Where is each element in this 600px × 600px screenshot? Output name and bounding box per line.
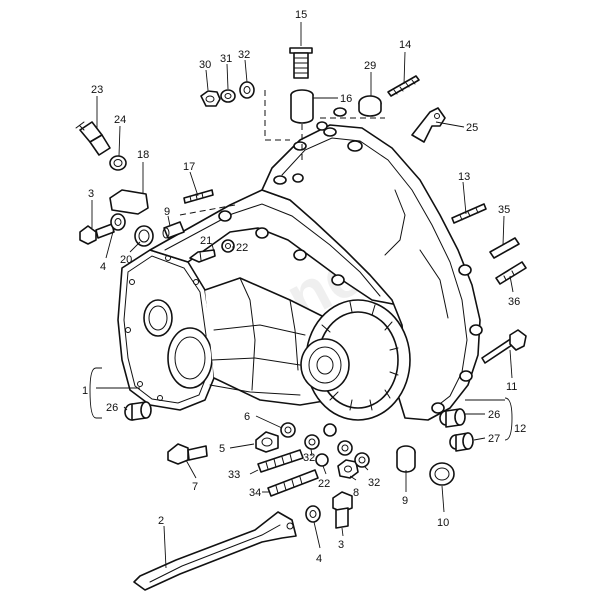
- callout-22-lower: 22: [318, 478, 330, 490]
- callout-8: 8: [353, 487, 359, 499]
- callout-26-right: 26: [488, 409, 500, 421]
- callout-7: 7: [192, 481, 198, 493]
- callout-20: 20: [120, 254, 132, 266]
- part-34-screw: [267, 469, 319, 497]
- part-21-bolt: [189, 249, 216, 263]
- part-29-cap: [358, 95, 382, 117]
- part-8-nut: [337, 452, 370, 479]
- callout-10: 10: [437, 517, 449, 529]
- part-10-seal: [429, 462, 455, 486]
- part-30-nut: [200, 90, 221, 107]
- callout-22: 22: [236, 242, 248, 254]
- callout-9: 9: [164, 206, 170, 218]
- part-2-lever: [133, 511, 297, 591]
- callout-30: 30: [199, 59, 211, 71]
- callout-24: 24: [114, 114, 126, 126]
- callout-3: 3: [88, 188, 94, 200]
- part-9-bush-upper: [162, 221, 185, 239]
- part-16-sleeve: [290, 89, 314, 162]
- part-3-bolt-left: [79, 223, 115, 245]
- callout-2: 2: [158, 515, 164, 527]
- callout-15: 15: [295, 9, 307, 21]
- callout-36: 36: [508, 296, 520, 308]
- part-24-ring: [109, 155, 127, 171]
- callout-5: 5: [219, 443, 225, 455]
- part-6-washer: [280, 422, 296, 438]
- part-35-pin: [489, 237, 520, 259]
- callout-12: 12: [514, 423, 526, 435]
- callout-27: 27: [488, 433, 500, 445]
- callout-16: 16: [340, 93, 352, 105]
- callout-9-lower: 9: [402, 495, 408, 507]
- part-7-bolt: [167, 443, 208, 465]
- callout-11: 11: [506, 381, 517, 393]
- part-23-sensor: [75, 121, 111, 156]
- callout-25: 25: [466, 122, 478, 134]
- callout-4: 4: [100, 261, 106, 273]
- callout-4-bottom: 4: [316, 553, 322, 565]
- part-27-plug: [449, 432, 474, 452]
- callout-1: 1: [82, 385, 88, 397]
- part-5-plug-screw: [255, 431, 279, 453]
- gearbox-housing: [117, 90, 483, 421]
- part-4-washer-bottom: [305, 505, 321, 523]
- part-25-bracket: [411, 107, 446, 143]
- callout-23: 23: [91, 84, 103, 96]
- part-14-stud: [387, 75, 420, 97]
- callout-13: 13: [458, 171, 470, 183]
- part-22-washer-upper: [221, 239, 235, 253]
- callout-17: 17: [183, 161, 195, 173]
- part-26-plug-right: [439, 408, 466, 428]
- leader-lines: [89, 22, 514, 569]
- callout-29: 29: [364, 60, 376, 72]
- part-32-washer-top: [239, 81, 255, 99]
- part-17-stud: [183, 189, 214, 204]
- callout-33: 33: [228, 469, 240, 481]
- callout-14: 14: [399, 39, 411, 51]
- part-11-bolt: [481, 329, 527, 364]
- callout-21: 21: [200, 235, 212, 247]
- callout-26-left: 26: [106, 402, 118, 414]
- part-15-breather: [289, 47, 313, 79]
- callout-34: 34: [249, 487, 261, 499]
- callout-18: 18: [137, 149, 149, 161]
- callout-32-mid: 32: [303, 452, 315, 464]
- part-9-bush-lower: [396, 445, 416, 473]
- part-26-plug-left: [124, 401, 152, 421]
- part-33-screw: [257, 449, 304, 473]
- part-3-bolt-bottom: [332, 491, 353, 529]
- callout-32-right: 32: [368, 477, 380, 489]
- callout-6: 6: [244, 411, 250, 423]
- part-4-washer-left: [110, 213, 126, 231]
- part-36-pin: [495, 261, 527, 285]
- part-18-plate: [109, 189, 149, 215]
- callout-31: 31: [220, 53, 232, 65]
- part-washers-middle: [304, 423, 353, 467]
- part-31-spring-washer: [220, 89, 236, 103]
- callout-labels: 15 30 31 32 16 29 14 25 23 24 18 17 13 3…: [82, 9, 526, 565]
- callout-35: 35: [498, 204, 510, 216]
- callout-3-bottom: 3: [338, 539, 344, 551]
- callout-32: 32: [238, 49, 250, 61]
- part-20-ring: [134, 225, 154, 247]
- part-13-stud: [451, 203, 487, 224]
